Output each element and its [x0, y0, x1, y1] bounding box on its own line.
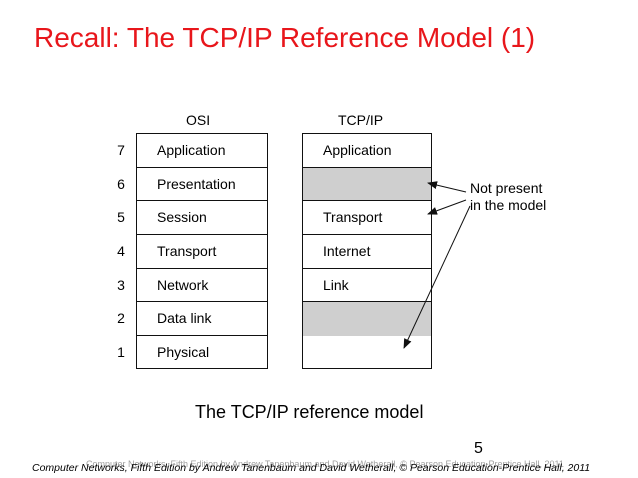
footer-ghost-text: Computer Networks, Fifth Edition by Andr… — [86, 459, 564, 469]
footer-citation: Computer Networks, Fifth Edition by Andr… — [32, 462, 591, 474]
tcpip-stack: Application Transport Internet Link — [302, 133, 432, 369]
layer-number-3: 3 — [117, 277, 125, 293]
osi-stack: Application Presentation Session Transpo… — [136, 133, 268, 369]
page-number: 5 — [474, 440, 483, 457]
figure-caption: The TCP/IP reference model — [195, 402, 424, 422]
osi-layer-application: Application — [137, 134, 267, 168]
osi-layer-physical: Physical — [157, 344, 210, 361]
tcpip-missing-layer-lower — [303, 302, 431, 337]
tcpip-layer-link: Link — [303, 269, 431, 303]
arrow-to-session-gap — [427, 199, 467, 215]
tcpip-layer-transport: Transport — [303, 201, 431, 236]
annotation-line-2: in the model — [470, 197, 547, 213]
layer-number-6: 6 — [117, 176, 125, 192]
tcpip-heading: TCP/IP — [338, 112, 384, 128]
tcpip-layer-internet: Internet — [303, 235, 431, 269]
layer-number-4: 4 — [117, 243, 125, 259]
layer-number-7: 7 — [117, 142, 125, 158]
arrow-to-physical-gap — [403, 205, 471, 349]
arrow-to-presentation-gap — [427, 181, 467, 193]
annotation-line-1: Not present — [470, 180, 543, 196]
layer-number-2: 2 — [117, 310, 125, 326]
osi-layer-transport: Transport — [137, 235, 267, 269]
osi-heading: OSI — [186, 112, 211, 128]
osi-layer-data-link: Data link — [137, 302, 267, 337]
osi-layer-session: Session — [137, 201, 267, 236]
layer-number-1: 1 — [117, 344, 125, 360]
tcpip-layer-application: Application — [303, 134, 431, 168]
tcpip-missing-layers-upper — [303, 167, 431, 202]
osi-layer-network: Network — [137, 269, 267, 303]
not-present-annotation: Not present in the model — [470, 180, 546, 214]
layer-number-5: 5 — [117, 209, 125, 225]
osi-layer-presentation: Presentation — [137, 168, 267, 202]
slide-title: Recall: The TCP/IP Reference Model (1) — [34, 22, 536, 53]
